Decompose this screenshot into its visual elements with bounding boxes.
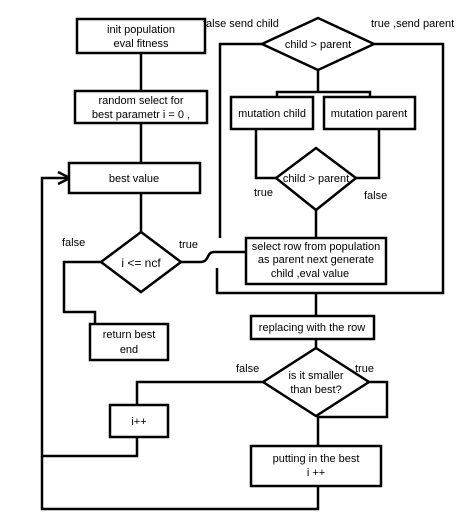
decision1-label: child > parent xyxy=(285,39,351,51)
mutation-parent-box xyxy=(322,95,417,131)
putting-best-line1: putting in the best xyxy=(273,453,360,465)
child-parent-decision-2 xyxy=(273,146,359,212)
select-row-line1: select row from population xyxy=(252,241,380,253)
edge-loop-true xyxy=(181,250,246,264)
random-line2: best parametr i = 0 , xyxy=(92,109,190,121)
edge-loop-false xyxy=(62,260,101,324)
smaller-false-label: false xyxy=(236,363,259,375)
best-value-label: best value xyxy=(109,173,159,185)
mutation-child-label: mutation child xyxy=(238,108,306,120)
select-row-line3: child ,eval value xyxy=(271,268,349,280)
random-select-box xyxy=(73,89,209,125)
putting-best-line2: i ++ xyxy=(307,467,325,479)
edge-mutation-child-down xyxy=(254,129,276,180)
edge-big-loop xyxy=(215,42,445,295)
loop-true-label: true xyxy=(179,239,198,251)
child-parent-decision-1 xyxy=(259,16,377,72)
edge-to-mutation-parent xyxy=(318,90,372,97)
smaller-check-diamond xyxy=(260,346,372,418)
return-best-line1: return best xyxy=(103,329,156,341)
mutation-child-box xyxy=(229,95,315,131)
edge-mutation-parent-down xyxy=(356,129,381,180)
loop-false-label: false xyxy=(62,237,85,249)
init-population-box xyxy=(75,17,207,55)
mid-true-label: true xyxy=(254,187,273,199)
mid-false-label: false xyxy=(364,190,387,202)
edge-best-back xyxy=(40,456,320,511)
smaller-line2: than best? xyxy=(290,384,341,396)
return-best-box xyxy=(88,322,170,362)
edge-smaller-true xyxy=(316,380,389,446)
edge-smaller-false xyxy=(135,380,263,405)
increment-label: i++ xyxy=(131,416,146,428)
select-row-line2: as parent next generate xyxy=(258,254,374,266)
replacing-label: replacing with the row xyxy=(259,322,365,334)
best-value-box xyxy=(67,161,202,195)
top-true-label: true ,send parent xyxy=(371,18,454,30)
putting-best-box xyxy=(249,444,383,488)
return-best-line2: end xyxy=(120,344,138,356)
edge-false-left xyxy=(218,42,262,238)
replacing-box xyxy=(249,314,376,341)
random-line1: random select for xyxy=(99,95,184,107)
smaller-true-label: true xyxy=(355,363,374,375)
top-false-label: false send child xyxy=(203,18,279,30)
decision2-label: child > parent xyxy=(283,173,349,185)
edge-to-mutation-child xyxy=(275,90,318,97)
smaller-line1: is it smaller xyxy=(288,370,343,382)
loop-check-label: i <= ncf xyxy=(121,256,161,270)
mutation-parent-label: mutation parent xyxy=(331,108,407,120)
increment-box xyxy=(108,403,170,439)
select-row-box xyxy=(244,236,388,286)
init-line2: eval fitness xyxy=(113,38,169,50)
init-line1: init population xyxy=(107,24,175,36)
loop-check-diamond xyxy=(98,230,184,294)
